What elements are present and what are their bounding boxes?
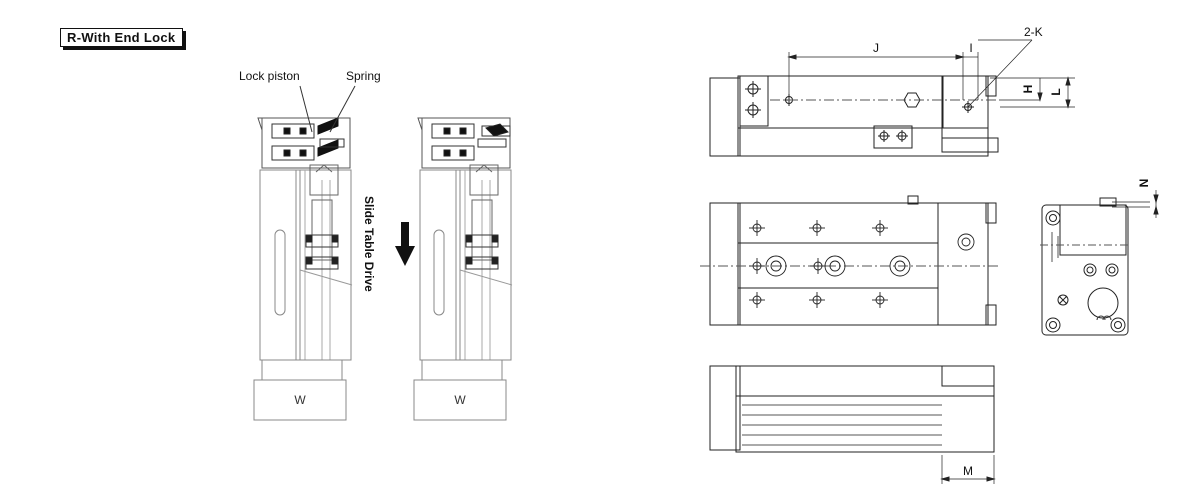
drive-arrow-icon — [395, 222, 415, 266]
w-label-right: W — [454, 393, 466, 407]
top-view-middle — [700, 195, 1000, 326]
dim-n-label: N — [1137, 179, 1151, 188]
spring-label: Spring — [346, 69, 381, 83]
dim-j-label: J — [873, 41, 879, 55]
dim-m-label: M — [963, 464, 973, 478]
dim-2k-label: 2-K — [1024, 25, 1043, 39]
front-view-bottom — [709, 365, 996, 484]
lock-piston-label: Lock piston — [239, 69, 300, 83]
side-view-top — [709, 39, 1075, 157]
section-view-locked — [253, 85, 356, 421]
dim-h-label: H — [1021, 85, 1035, 94]
w-label-left: W — [294, 393, 306, 407]
section-view-driven — [413, 117, 513, 421]
section-title: R-With End Lock — [60, 28, 184, 47]
dim-l-label: L — [1049, 88, 1063, 95]
slide-table-drive-label: Slide Table Drive — [362, 196, 376, 292]
end-view — [1040, 190, 1159, 336]
dim-i-label: I — [969, 41, 972, 55]
